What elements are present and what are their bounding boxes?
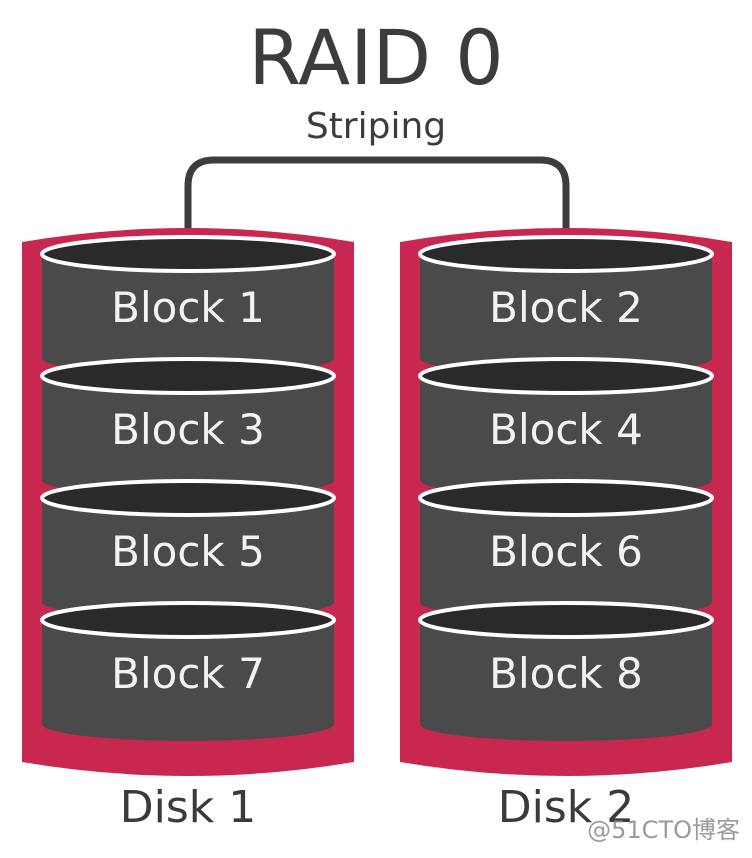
platter-top (42, 237, 334, 271)
disk-1-platters: Block 1 Block 3 Block 5 Block 7 (42, 237, 334, 741)
platter-top (42, 359, 334, 393)
block-platter: Block 3 (42, 359, 334, 497)
disk-2-platters: Block 2 Block 4 Block 6 Block 8 (420, 237, 712, 741)
block-platter: Block 2 (420, 237, 712, 375)
block-label: Block 1 (111, 283, 265, 332)
block-label: Block 7 (111, 649, 265, 698)
block-platter: Block 6 (420, 481, 712, 619)
platter-top (420, 359, 712, 393)
platter-top (42, 481, 334, 515)
block-platter: Block 5 (42, 481, 334, 619)
disk-1-label: Disk 1 (120, 782, 257, 833)
block-platter: Block 1 (42, 237, 334, 375)
diagram-subtitle: Striping (306, 106, 446, 147)
block-label: Block 2 (489, 283, 643, 332)
block-platter: Block 7 (42, 603, 334, 741)
platter-top (42, 603, 334, 637)
block-platter: Block 4 (420, 359, 712, 497)
block-label: Block 6 (489, 527, 643, 576)
platter-top (420, 603, 712, 637)
block-label: Block 4 (489, 405, 643, 454)
platter-top (420, 237, 712, 271)
block-label: Block 5 (111, 527, 265, 576)
block-platter: Block 8 (420, 603, 712, 741)
disk-1: Block 1 Block 3 Block 5 Block 7 Disk 1 (22, 228, 354, 833)
diagram-title: RAID 0 (248, 13, 503, 102)
block-label: Block 3 (111, 405, 265, 454)
platter-top (420, 481, 712, 515)
watermark: @51CTO博客 (587, 816, 740, 844)
block-label: Block 8 (489, 649, 643, 698)
